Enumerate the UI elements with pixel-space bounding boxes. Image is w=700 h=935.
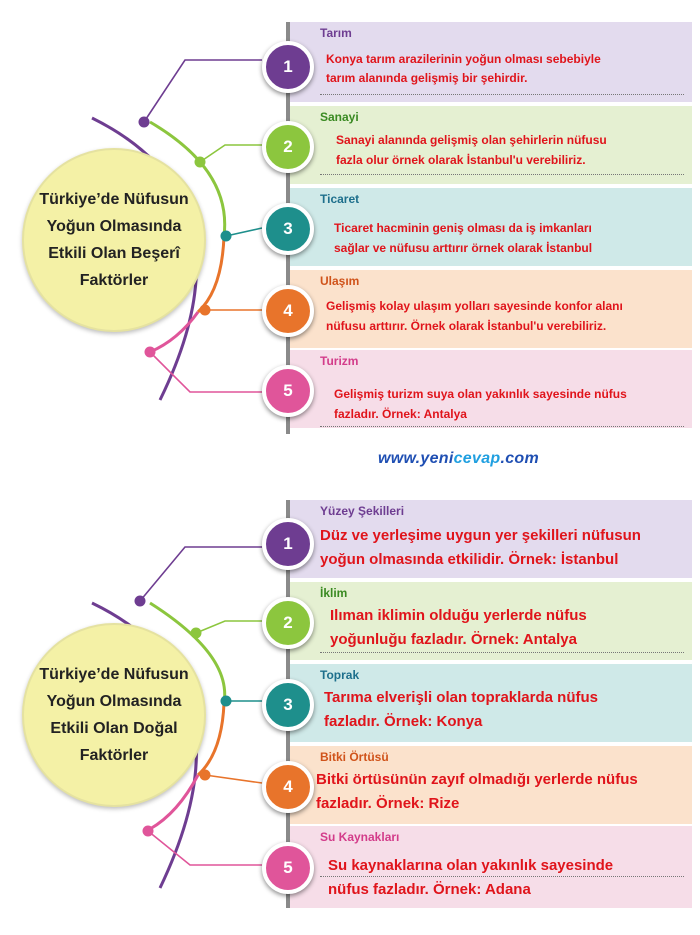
dotted-line — [320, 876, 684, 877]
natural-factors-diagram: Türkiye’de Nüfusun Yoğun Olmasında Etkil… — [0, 493, 700, 913]
factor-text: Ticaret hacminin geniş olması da iş imka… — [334, 221, 593, 255]
factor-band-4: Ulaşım Gelişmiş kolay ulaşım yolları say… — [290, 270, 692, 348]
number-badge-4: 4 — [262, 285, 314, 337]
factor-title: Tarım — [320, 26, 352, 40]
factor-title: Sanayi — [320, 110, 359, 124]
factor-band-2: İklim Ilıman iklimin olduğu yerlerde nüf… — [290, 582, 692, 660]
factor-title: Ulaşım — [320, 274, 360, 288]
number-badge-4: 4 — [262, 761, 314, 813]
factor-text: Su kaynaklarına olan yakınlık sayesinde … — [328, 857, 614, 898]
dotted-line — [320, 174, 684, 175]
factor-text: Gelişmiş kolay ulaşım yolları sayesinde … — [326, 299, 623, 333]
center-circle: Türkiye’de Nüfusun Yoğun Olmasında Etkil… — [22, 623, 206, 807]
website-watermark: www.yenicevap.com — [378, 450, 540, 467]
number-badge-1: 1 — [262, 518, 314, 570]
factor-title: Yüzey Şekilleri — [320, 504, 405, 518]
number-badge-2: 2 — [262, 597, 314, 649]
connector-lines — [91, 59, 263, 401]
number-badge-3: 3 — [262, 679, 314, 731]
factor-band-5: Su Kaynakları Su kaynaklarına olan yakın… — [290, 826, 692, 908]
factor-band-3: Toprak Tarıma elverişli olan topraklarda… — [290, 664, 692, 742]
dotted-line — [320, 94, 684, 95]
factor-text: Ilıman iklimin olduğu yerlerde nüfus yoğ… — [330, 607, 587, 648]
dotted-line — [320, 652, 684, 653]
center-circle: Türkiye’de Nüfusun Yoğun Olmasında Etkil… — [22, 148, 206, 332]
factor-band-4: Bitki Örtüsü Bitki örtüsünün zayıf olmad… — [290, 746, 692, 824]
factor-band-5: Turizm Gelişmiş turizm suya olan yakınlı… — [290, 350, 692, 428]
factor-text: Sanayi alanında gelişmiş olan şehirlerin… — [336, 133, 607, 167]
factor-band-1: Tarım Konya tarım arazilerinin yoğun olm… — [290, 22, 692, 102]
number-badge-2: 2 — [262, 121, 314, 173]
number-badge-5: 5 — [262, 842, 314, 894]
factor-text: Bitki örtüsünün zayıf olmadığı yerlerde … — [316, 771, 638, 812]
center-title: Türkiye’de Nüfusun Yoğun Olmasında Etkil… — [39, 666, 189, 764]
factor-title: Ticaret — [320, 192, 360, 206]
factor-text: Gelişmiş turizm suya olan yakınlık sayes… — [334, 387, 627, 421]
center-title: Türkiye’de Nüfusun Yoğun Olmasında Etkil… — [39, 191, 189, 289]
factor-text: Tarıma elverişli olan topraklarda nüfus … — [324, 689, 598, 730]
number-badge-3: 3 — [262, 203, 314, 255]
factor-title: Bitki Örtüsü — [320, 750, 389, 764]
factor-title: Turizm — [320, 354, 359, 368]
human-factors-diagram: Türkiye’de Nüfusun Yoğun Olmasında Etkil… — [0, 0, 700, 440]
number-badge-1: 1 — [262, 41, 314, 93]
factor-band-3: Ticaret Ticaret hacminin geniş olması da… — [290, 188, 692, 266]
dotted-line — [320, 426, 684, 427]
factor-band-2: Sanayi Sanayi alanında gelişmiş olan şeh… — [290, 106, 692, 184]
factor-title: Su Kaynakları — [320, 830, 400, 844]
factor-text: Konya tarım arazilerinin yoğun olması se… — [326, 52, 601, 85]
factor-text: Düz ve yerleşime uygun yer şekilleri nüf… — [320, 527, 641, 568]
factor-title: İklim — [320, 586, 348, 600]
factor-band-1: Yüzey Şekilleri Düz ve yerleşime uygun y… — [290, 500, 692, 578]
number-badge-5: 5 — [262, 365, 314, 417]
factor-title: Toprak — [320, 668, 360, 682]
